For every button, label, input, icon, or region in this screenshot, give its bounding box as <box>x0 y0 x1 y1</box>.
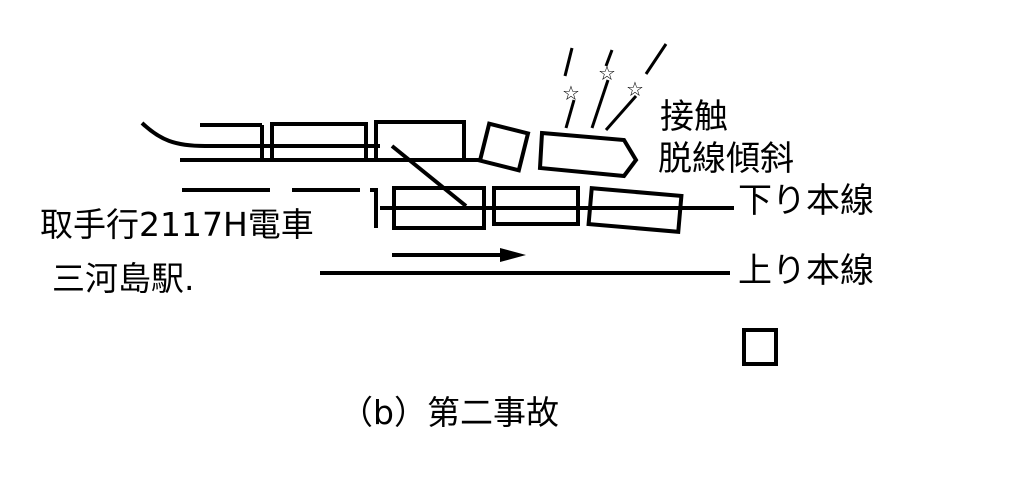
train-label: 取手行2117H電車 <box>40 205 314 244</box>
spark-line-3 <box>644 43 668 75</box>
spark-line-4 <box>564 99 576 129</box>
down-line-label: 下り本線 <box>738 181 874 221</box>
contact-label: 接触 <box>660 97 728 137</box>
lower-left-hook <box>370 188 378 228</box>
up-line-label: 上り本線 <box>738 251 874 291</box>
siding-curve <box>140 121 380 148</box>
spark-line-6 <box>604 95 638 131</box>
spark-star-2: ☆ <box>598 61 616 85</box>
derail-label: 脱線傾斜 <box>658 139 794 179</box>
car-2 <box>270 122 368 162</box>
spark-star-3: ☆ <box>626 77 644 101</box>
spark-line-2 <box>604 49 614 67</box>
caption: （b）第二事故 <box>340 393 559 432</box>
direction-arrow-head <box>500 248 526 262</box>
car-4-tilted <box>477 121 531 173</box>
spark-line-5 <box>590 79 610 129</box>
crossover-line <box>390 144 468 208</box>
car-5-derailed <box>537 130 639 179</box>
spark-line-1 <box>563 47 574 77</box>
blank-square-mark <box>742 328 778 366</box>
car-3 <box>374 120 466 162</box>
station-label: 三河島駅. <box>52 259 195 298</box>
spark-star-1: ☆ <box>562 81 580 105</box>
